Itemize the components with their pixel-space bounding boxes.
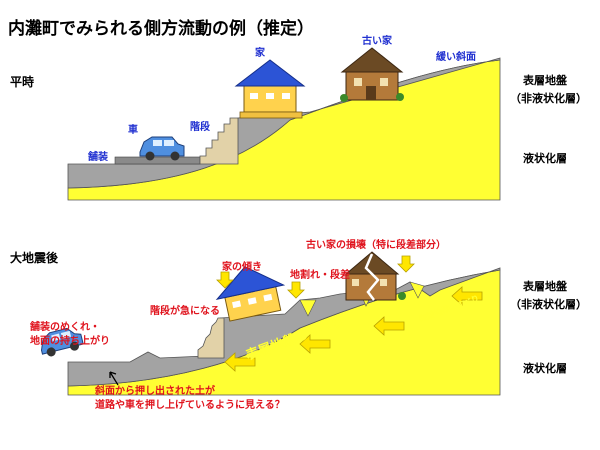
layer-label-surface-1-quake: 表層地盤 (522, 279, 568, 293)
surface-ground-normal (67, 57, 501, 189)
layer-label-surface-1-normal: 表層地盤 (522, 73, 568, 87)
section-label-quake: 大地震後 (10, 250, 59, 265)
label-car: 車 (128, 123, 138, 136)
label-pavement-1: 舗装のめくれ・ (29, 320, 100, 333)
stairs-normal (199, 117, 239, 165)
old-house-icon (340, 47, 404, 102)
label-pavement: 舗装 (87, 150, 108, 163)
quake-panel: 大地震後 (10, 238, 587, 411)
normal-panel: 平時 (10, 34, 587, 201)
label-pavement-2: 地面の持ち上がり (30, 334, 110, 347)
crack-1 (299, 299, 317, 317)
layer-label-liquefied-quake: 液状化層 (523, 361, 567, 375)
stairs-quake (197, 317, 225, 359)
soil-pointer-arrow (109, 371, 119, 386)
layer-label-surface-2-normal: （非液状化層） (510, 91, 587, 105)
label-old-house-damage: 古い家の損壊（特に段差部分） (306, 238, 446, 251)
label-gentle-slope: 緩い斜面 (436, 50, 476, 63)
old-house-icon (344, 251, 406, 301)
label-old-house: 古い家 (362, 34, 393, 47)
house-icon (234, 59, 306, 119)
layer-label-surface-2-quake: （非液状化層） (510, 297, 587, 311)
label-soil-1: 斜面から押し出された土が (94, 384, 216, 397)
car-icon (139, 136, 185, 161)
label-crack: 地割れ・段差 (290, 268, 350, 281)
car-icon (40, 327, 84, 357)
label-stairs: 階段 (190, 120, 210, 133)
pavement-normal (114, 156, 201, 165)
label-house-tilt: 家の傾き (222, 260, 262, 273)
diagram-title: 内灘町でみられる側方流動の例（推定） (8, 18, 314, 39)
label-soil-2: 道路や車を押し上げているように見える？ (95, 398, 285, 411)
crack-3 (409, 281, 425, 299)
arrow-icon (216, 255, 483, 372)
house-icon (215, 266, 286, 322)
label-stairs-steep: 階段が急になる (150, 304, 220, 317)
layer-label-liquefied-normal: 液状化層 (523, 151, 567, 165)
section-label-normal: 平時 (10, 74, 34, 89)
label-house: 家 (255, 46, 266, 59)
